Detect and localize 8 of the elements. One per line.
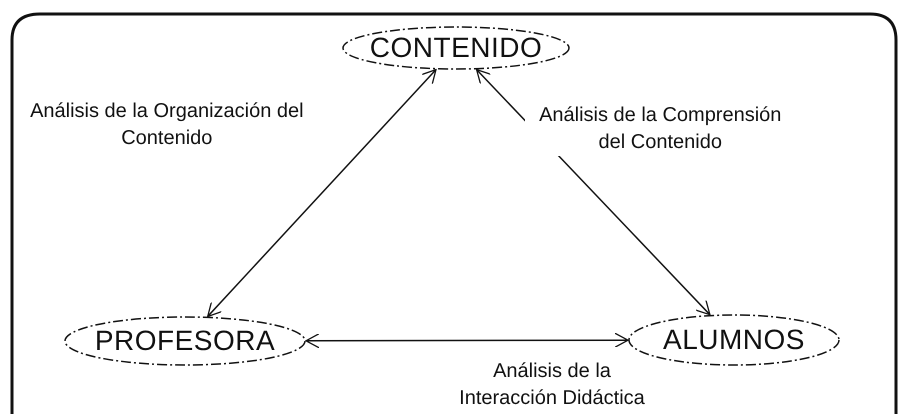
ellipse-node: [342, 26, 570, 70]
double-arrow: [207, 69, 437, 318]
ellipse-node: [64, 316, 306, 366]
node-label: PROFESORA: [94, 325, 276, 357]
node-label: ALUMNOS: [663, 324, 805, 356]
double-arrow: [305, 332, 629, 348]
node-label: CONTENIDO: [370, 32, 542, 64]
ellipse-node: [628, 314, 840, 366]
